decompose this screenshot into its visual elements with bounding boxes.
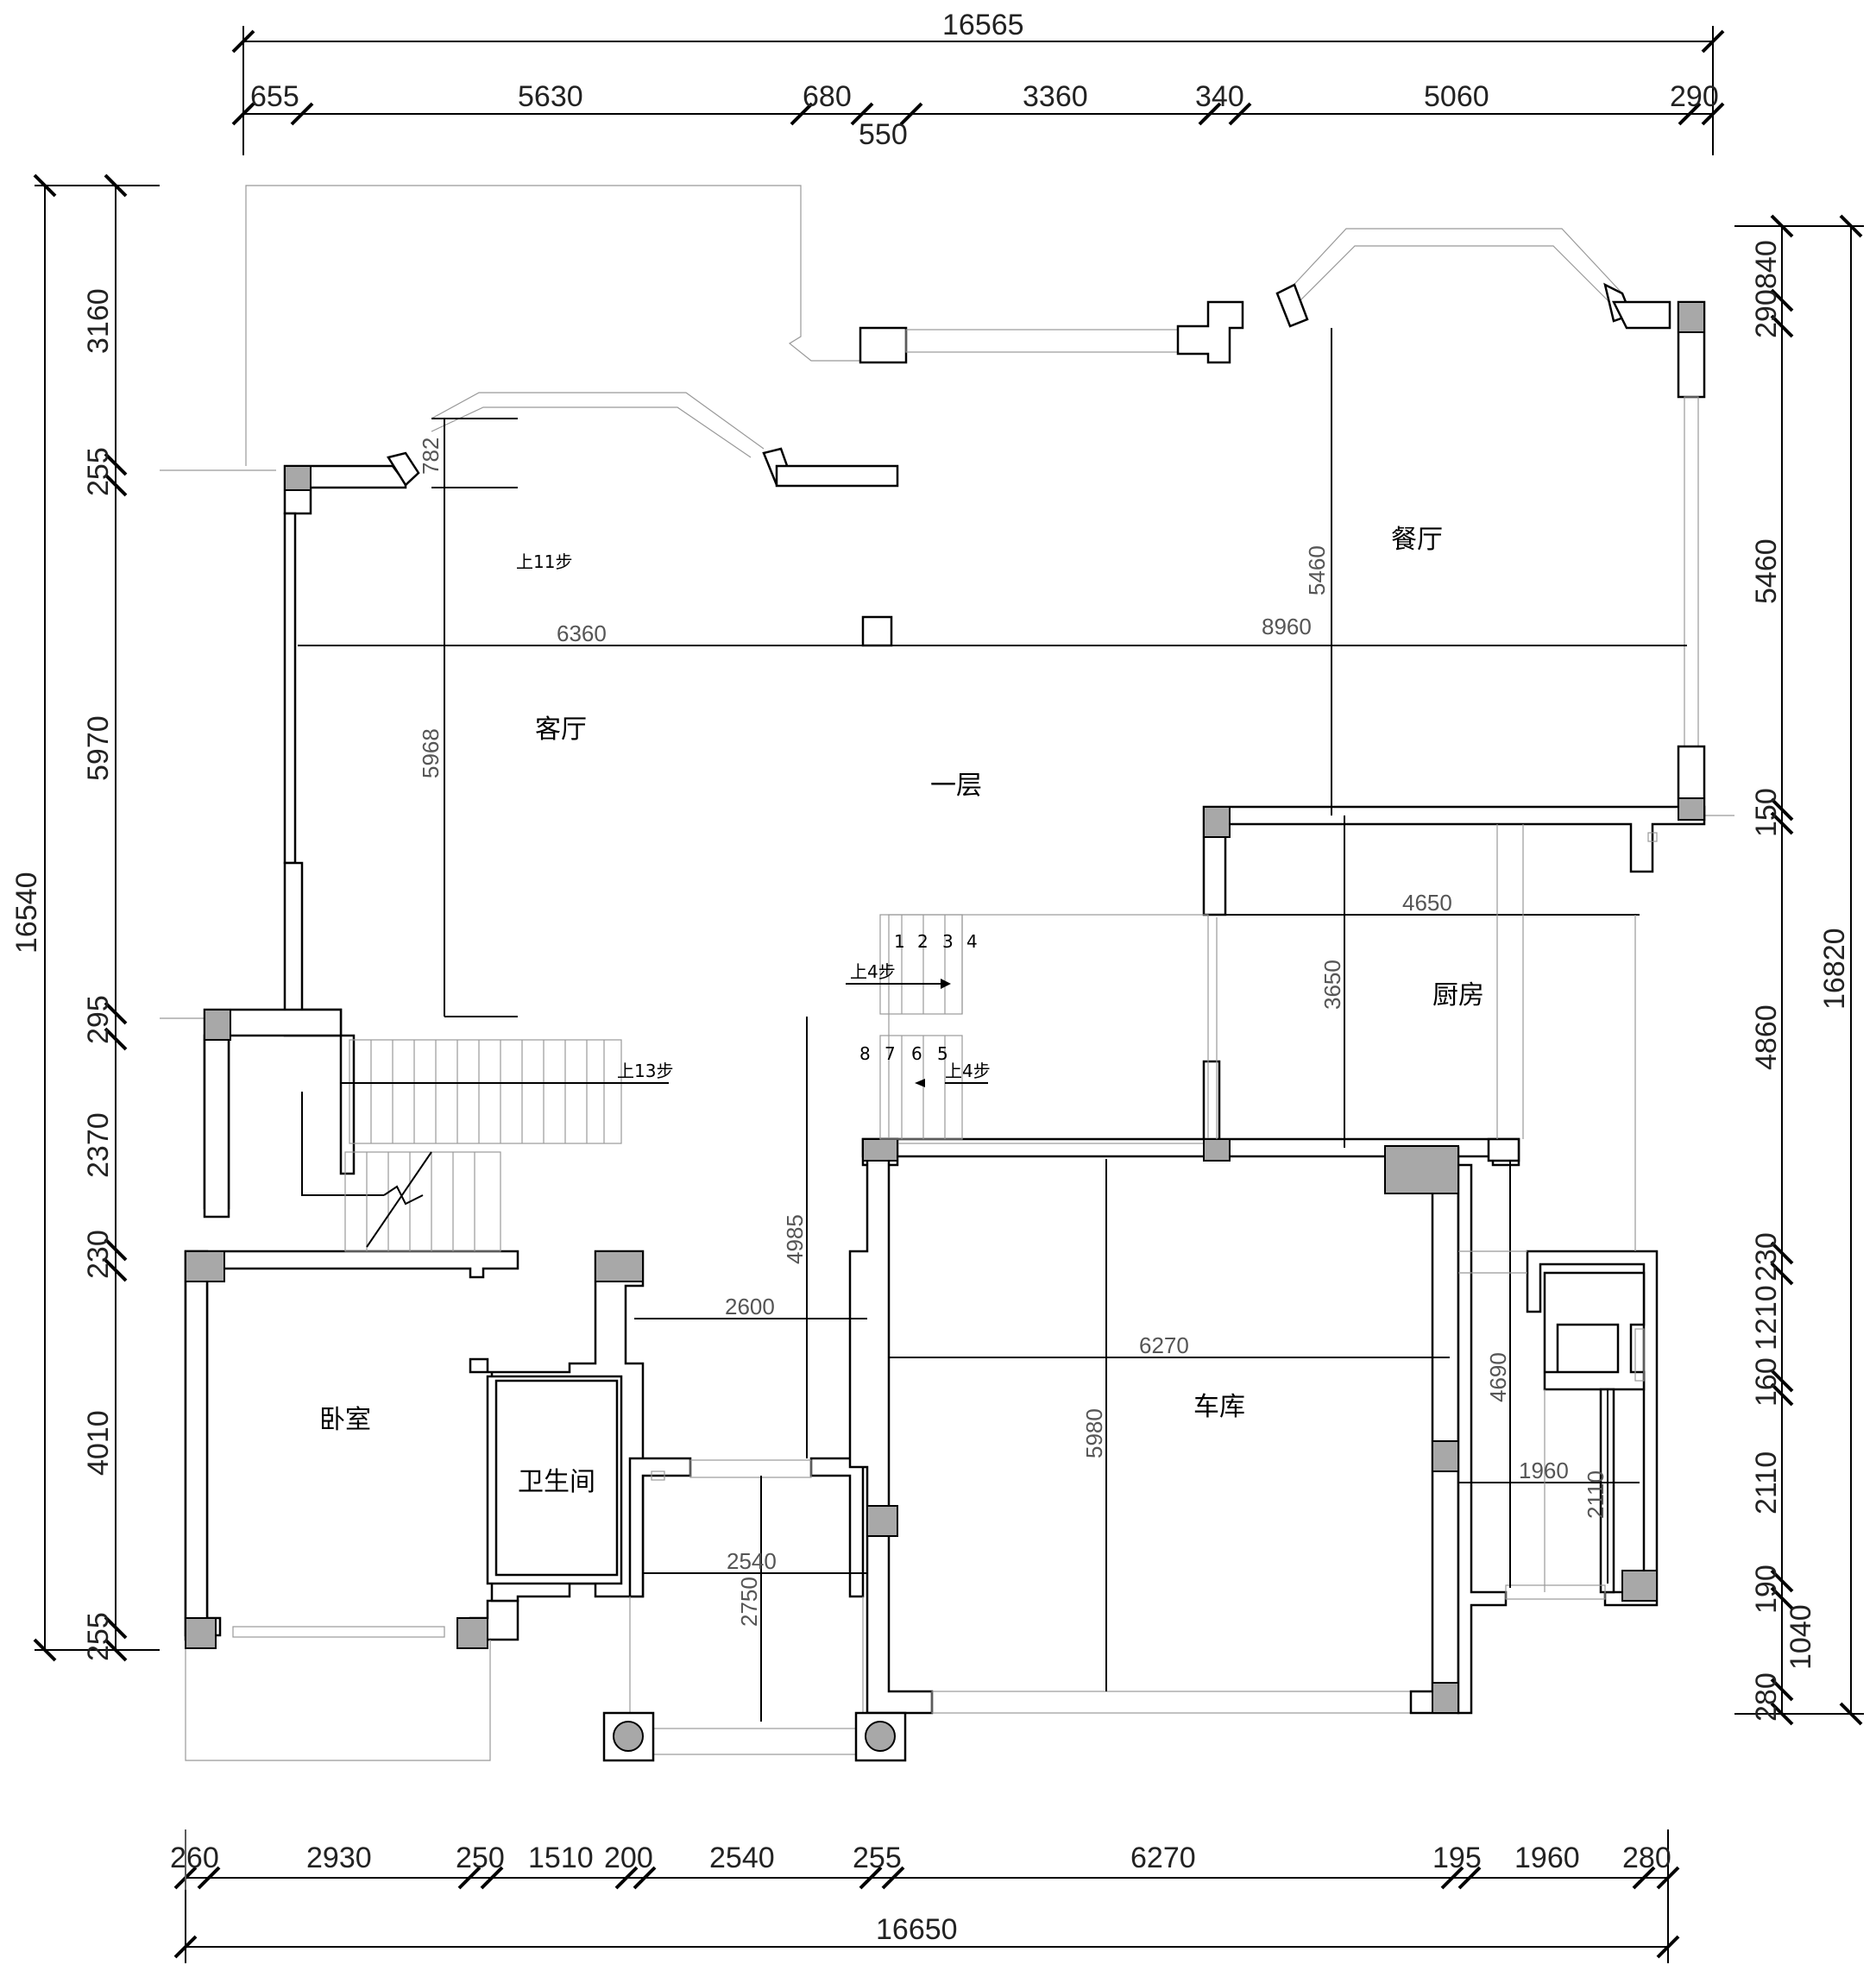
- dim-5980: 5980: [1081, 1408, 1107, 1458]
- dim-bottom: 6270: [1130, 1842, 1196, 1874]
- dim-4650: 4650: [1402, 890, 1452, 916]
- dim-bottom: 260: [170, 1842, 219, 1874]
- dim-right-total: 16820: [1818, 928, 1851, 1010]
- dim-bottom: 1960: [1514, 1842, 1580, 1874]
- dim-right: 5460: [1750, 538, 1783, 604]
- room-bedroom: 卧室: [319, 1405, 371, 1435]
- dim-left: 2370: [82, 1112, 115, 1178]
- dim-bottom: 250: [456, 1842, 505, 1874]
- dim-6270: 6270: [1139, 1332, 1189, 1358]
- dim-bottom: 2540: [709, 1842, 775, 1874]
- dim-8960: 8960: [1262, 614, 1312, 639]
- dim-left: 255: [82, 447, 115, 496]
- dim-labels-right: 16820 840 290 5460 150 4860 230 1210 160…: [1750, 240, 1851, 1722]
- dim-1960: 1960: [1519, 1458, 1569, 1483]
- dim-top: 340: [1195, 80, 1244, 113]
- dim-2110: 2110: [1583, 1470, 1608, 1519]
- dim-bottom-total: 16650: [876, 1913, 958, 1946]
- stair-notes: 上11步 上13步 上4步 上4步 1 2 3 4 8 7 6 5: [516, 551, 991, 1081]
- dim-bottom: 255: [853, 1842, 902, 1874]
- room-garage: 车库: [1193, 1392, 1245, 1422]
- dimension-lines: [33, 26, 1864, 1963]
- dim-right: 4860: [1750, 1004, 1783, 1070]
- dim-right: 1040: [1785, 1604, 1817, 1670]
- dim-bottom: 2930: [306, 1842, 372, 1874]
- dim-left: 255: [82, 1612, 115, 1661]
- step-number: 4: [966, 931, 978, 952]
- dim-labels-bottom: 16650 260 2930 250 1510 200 2540 255 627…: [170, 1842, 1671, 1946]
- dim-top: 290: [1670, 80, 1719, 113]
- dim-left: 295: [82, 995, 115, 1044]
- dim-labels-top: 16565 655 5630 680 550 3360 340 5060 290: [250, 9, 1719, 151]
- dim-top: 655: [250, 80, 299, 113]
- dim-right: 1210: [1750, 1285, 1783, 1351]
- dim-left: 4010: [82, 1410, 115, 1476]
- stair-note-up11: 上11步: [516, 551, 572, 572]
- dim-bottom: 195: [1432, 1842, 1482, 1874]
- room-bathroom: 卫生间: [518, 1467, 595, 1497]
- dim-labels-left: 16540 3160 255 5970 295 2370 230 4010 25…: [10, 288, 115, 1661]
- columns: [185, 301, 1705, 1762]
- dim-top: 5630: [518, 80, 583, 113]
- dim-bottom: 200: [604, 1842, 653, 1874]
- dim-right: 160: [1750, 1357, 1783, 1407]
- dim-bottom: 280: [1622, 1842, 1671, 1874]
- dim-top: 3360: [1023, 80, 1088, 113]
- stairs: [301, 914, 988, 1252]
- dim-left: 230: [82, 1230, 115, 1279]
- stair-note-up13: 上13步: [617, 1061, 673, 1081]
- stair-note-up4b: 上4步: [945, 1061, 991, 1081]
- dim-right: 150: [1750, 788, 1783, 837]
- dim-6360: 6360: [557, 620, 607, 646]
- dim-right: 840: [1750, 240, 1783, 289]
- dim-top-total: 16565: [942, 9, 1024, 41]
- dim-5968: 5968: [418, 728, 444, 778]
- dim-top: 550: [859, 118, 908, 151]
- dim-3650: 3650: [1319, 960, 1345, 1010]
- dim-782: 782: [418, 438, 444, 475]
- dim-left: 5970: [82, 715, 115, 781]
- dim-4690: 4690: [1485, 1352, 1511, 1402]
- dim-labels-interior: 6360 8960 5968 782 5460 4650 3650 4985 2…: [418, 438, 1608, 1627]
- stair-note-up4a: 上4步: [850, 961, 896, 982]
- dim-right: 2110: [1750, 1451, 1783, 1514]
- room-dining: 餐厅: [1391, 525, 1443, 555]
- dim-2750: 2750: [736, 1577, 762, 1627]
- step-number: 3: [942, 931, 954, 952]
- dim-2600: 2600: [725, 1294, 775, 1319]
- dim-right: 290: [1750, 289, 1783, 338]
- dim-left-total: 16540: [10, 872, 43, 954]
- step-number: 5: [937, 1043, 948, 1064]
- room-floor: 一层: [930, 771, 982, 801]
- step-number: 2: [917, 931, 929, 952]
- step-number: 8: [859, 1043, 871, 1064]
- dim-top: 5060: [1424, 80, 1489, 113]
- dim-5460: 5460: [1304, 545, 1330, 595]
- dim-2540: 2540: [727, 1548, 777, 1574]
- room-living: 客厅: [535, 715, 587, 745]
- dim-left: 3160: [82, 288, 115, 354]
- dim-bottom: 1510: [528, 1842, 594, 1874]
- dim-top: 680: [803, 80, 852, 113]
- step-number: 6: [911, 1043, 922, 1064]
- dim-4985: 4985: [782, 1214, 808, 1264]
- dim-right: 190: [1750, 1565, 1783, 1614]
- room-kitchen: 厨房: [1432, 980, 1484, 1011]
- stair-treads-13: [370, 1040, 605, 1143]
- step-number: 1: [894, 931, 905, 952]
- dim-right: 230: [1750, 1232, 1783, 1281]
- step-number: 7: [884, 1043, 896, 1064]
- dim-right: 280: [1750, 1672, 1783, 1722]
- interior-dims: [298, 328, 1687, 1722]
- room-labels: 一层 客厅 餐厅 厨房 卧室 卫生间 车库: [319, 525, 1484, 1497]
